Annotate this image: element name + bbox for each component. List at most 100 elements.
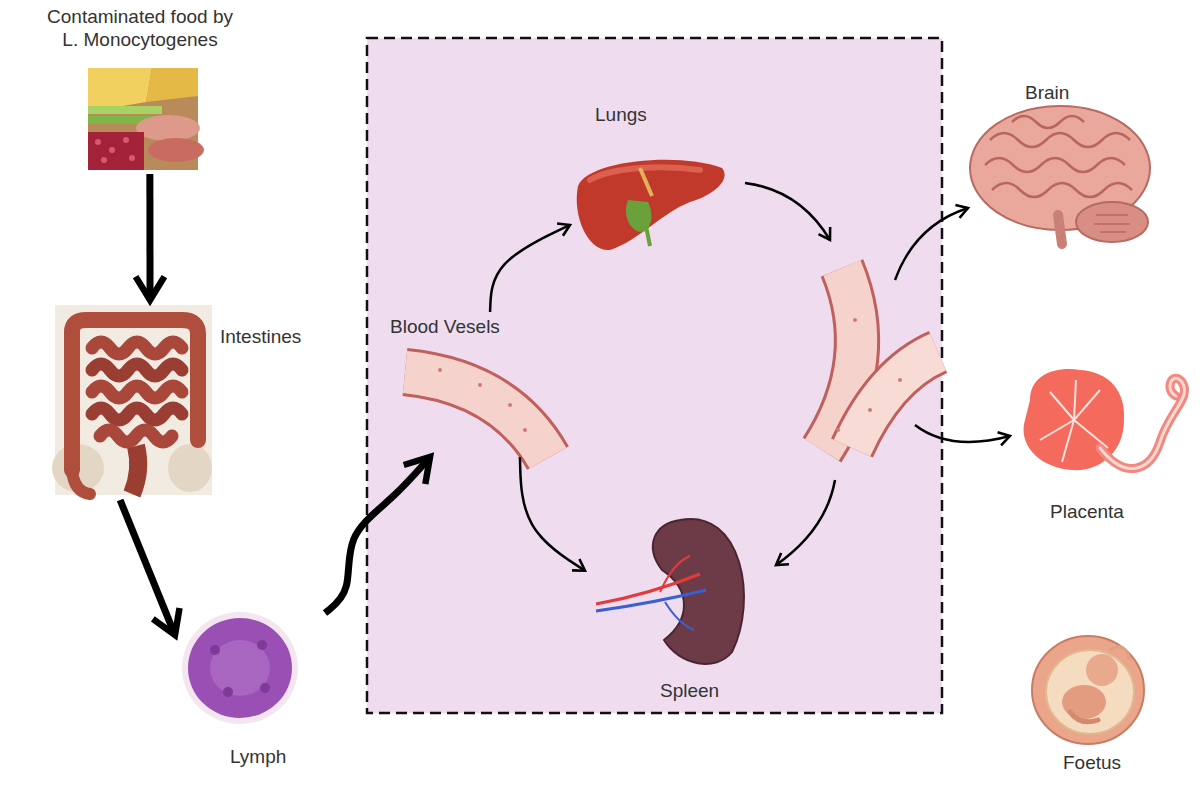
lymph-node-illustration-part xyxy=(210,640,270,696)
liver-illustration-part xyxy=(640,168,652,196)
blood-vessel-illustration-part xyxy=(405,372,548,458)
brain-illustration-part xyxy=(1094,215,1130,232)
brain-illustration-part xyxy=(1012,116,1084,128)
brain-illustration-part xyxy=(985,158,1125,172)
organ-node: Brain xyxy=(970,78,1160,248)
lymph-node-illustration-part xyxy=(188,618,292,718)
lymph-node-illustration-part xyxy=(210,645,220,655)
organ-label: Foetus xyxy=(1063,752,1147,775)
organ-label: Contaminated food by L. Monocytogenes xyxy=(40,6,240,52)
organ-label: Spleen xyxy=(660,680,746,703)
blood-vessel-illustration-part xyxy=(405,372,548,458)
intestines-illustration-part xyxy=(55,305,212,495)
flow-arrow xyxy=(325,457,430,613)
intestines-illustration-part xyxy=(92,386,182,398)
food-illustration-part xyxy=(146,68,198,102)
intestines-illustration-part xyxy=(92,364,182,376)
food-illustration-part xyxy=(95,139,101,145)
intestines-illustration-part xyxy=(100,430,172,442)
flow-arrow xyxy=(120,500,175,635)
food-illustration-part xyxy=(101,157,107,163)
blood-vessel-illustration-part xyxy=(852,352,938,448)
brain-illustration-part xyxy=(990,133,1130,147)
blood-vessel-illustration-part xyxy=(523,428,527,432)
blood-vessel-illustration-part xyxy=(438,368,442,372)
intestines-illustration-part xyxy=(132,446,138,494)
lymph-node-illustration-part xyxy=(182,612,298,724)
foetus-illustration-part xyxy=(1086,654,1118,686)
food-illustration-part xyxy=(88,68,152,112)
spleen-illustration-part xyxy=(596,574,700,604)
organ-node: Spleen xyxy=(585,510,750,707)
brain-illustration-part xyxy=(1058,215,1062,244)
flow-arrow xyxy=(520,457,585,571)
organ-label: Intestines xyxy=(220,326,330,349)
lymph-node-illustration xyxy=(182,612,298,724)
circulation-arrows-part xyxy=(745,183,830,240)
foetus-illustration-part xyxy=(1110,647,1130,660)
spleen-illustration-part xyxy=(596,590,706,611)
lymph-node-illustration-part xyxy=(257,640,267,650)
circulation-arrows-part xyxy=(776,480,835,565)
placenta-illustration-part xyxy=(1100,378,1185,468)
food-illustration-part xyxy=(123,137,129,143)
organ-node: Foetus xyxy=(1025,630,1151,779)
blood-vessel-illustration-part xyxy=(508,403,512,407)
organ-label: Brain xyxy=(1025,82,1115,105)
circulation-arrows xyxy=(745,183,1010,565)
flow-arrow xyxy=(490,225,570,312)
organ-node: Blood Vesels xyxy=(385,312,575,457)
foetus-illustration xyxy=(1032,636,1144,744)
blood-vessel-illustration-part xyxy=(898,378,902,382)
foetus-illustration-part xyxy=(1032,636,1144,744)
flow-arrow xyxy=(146,174,153,300)
blood-vessel-illustration-part xyxy=(478,383,482,387)
organ-node: Placenta xyxy=(1012,368,1192,528)
intestines-illustration-part xyxy=(168,444,212,492)
circulation-arrows-part xyxy=(915,425,1010,442)
intestines-illustration xyxy=(52,305,212,495)
blood-vessel-illustration xyxy=(822,268,938,450)
blood-vessel-illustration-part xyxy=(836,428,840,432)
spleen-illustration xyxy=(596,519,744,664)
brain-illustration-part xyxy=(1076,202,1148,242)
liver-illustration-part xyxy=(577,160,725,250)
food-illustration xyxy=(88,68,204,170)
intestines-illustration-part xyxy=(92,342,182,354)
circulation-arrows-part xyxy=(895,208,968,280)
foetus-illustration-part xyxy=(1046,650,1134,734)
brain-illustration xyxy=(970,106,1150,244)
food-illustration-part xyxy=(109,147,115,153)
organ-label: Lungs xyxy=(595,104,695,127)
intestines-illustration-part xyxy=(92,408,182,420)
placenta-illustration-part xyxy=(1100,378,1185,468)
foetus-illustration-part xyxy=(1070,712,1098,722)
organ-node: Intestines xyxy=(50,300,335,500)
organ-node: Lymph xyxy=(175,608,325,773)
food-illustration-part xyxy=(148,138,204,162)
liver-illustration-part xyxy=(646,226,650,246)
food-illustration-part xyxy=(88,106,162,114)
food-illustration-part xyxy=(129,155,135,161)
food-illustration-part xyxy=(136,115,200,141)
organ-label: Lymph xyxy=(230,746,310,769)
organ-label: Placenta xyxy=(1050,501,1170,524)
organ-node: Contaminated food by L. Monocytogenes xyxy=(10,2,270,174)
organ-label: Blood Vesels xyxy=(390,316,560,339)
placenta-illustration xyxy=(1024,369,1185,470)
lymph-node-illustration-part xyxy=(223,687,233,697)
blood-vessel-illustration xyxy=(405,368,548,458)
blood-vessel-illustration-part xyxy=(852,352,938,448)
food-illustration-part xyxy=(88,132,144,170)
spleen-illustration-part xyxy=(665,602,694,630)
blood-vessel-illustration-part xyxy=(868,408,872,412)
organ-node: Lungs xyxy=(570,100,730,255)
brain-illustration-part xyxy=(992,183,1132,197)
blood-vessel-illustration-part xyxy=(853,318,857,322)
lymph-node-illustration-part xyxy=(260,683,270,693)
intestines-illustration-part xyxy=(72,470,90,494)
spleen-illustration-part xyxy=(660,556,690,592)
liver-illustration xyxy=(577,160,725,250)
